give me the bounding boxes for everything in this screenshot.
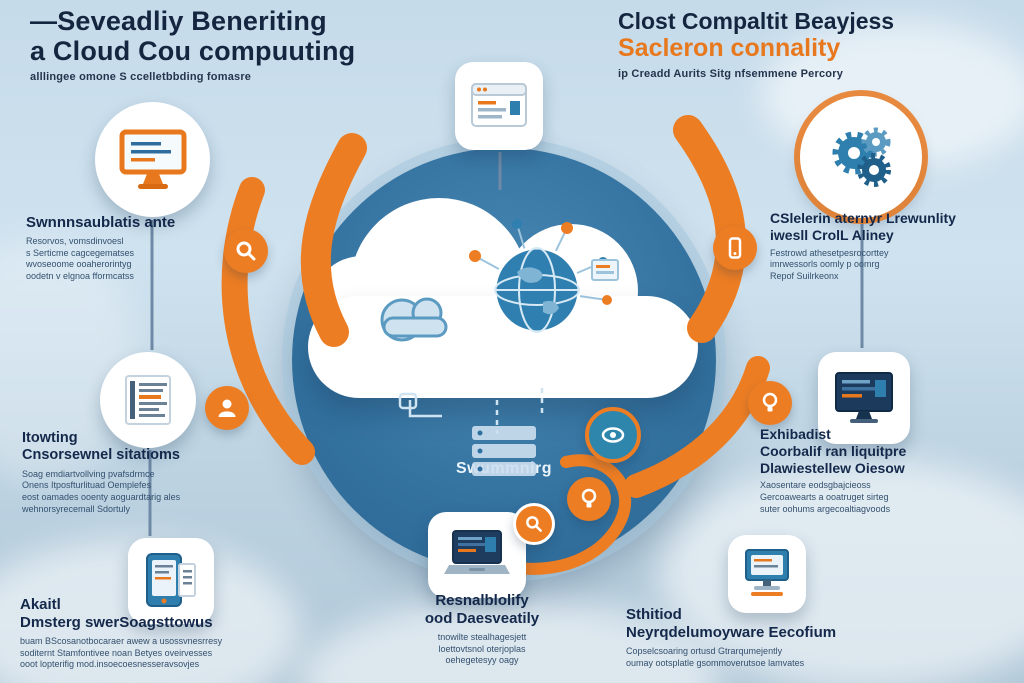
phone-node xyxy=(713,226,757,270)
header-left: —Seveadliy Beneriting a Cloud Cou compuu… xyxy=(30,6,355,83)
magnifier-node-small xyxy=(513,503,555,545)
right-subtitle: ip Creadd Aurits Sitg nfsemmene Percory xyxy=(618,68,844,81)
badge-top-center xyxy=(455,62,543,150)
document-icon xyxy=(125,375,171,425)
small-monitor-icon xyxy=(745,549,789,596)
small-square-node xyxy=(398,392,418,410)
badge-monitoring xyxy=(100,352,196,448)
badge-security xyxy=(800,96,922,218)
node-title: Resnalblolify ood Daesveatily xyxy=(424,592,540,627)
node-title: Exhibadist Coorbalif ran liquitpre Dlawi… xyxy=(760,426,907,476)
badge-data-storage xyxy=(128,538,214,624)
node-text-mid-right: Exhibadist Coorbalif ran liquitpre Dlawi… xyxy=(760,426,1000,515)
laptop-icon xyxy=(444,530,510,574)
node-body: Soag emdiartvollving pvafsdrmce Onens It… xyxy=(22,468,181,514)
eye-node xyxy=(585,407,641,463)
node-text-bottom-center: Resnalblolify ood Daesveatily tnowilte s… xyxy=(352,592,612,667)
node-body: Copselcsoaring ortusd Gtrarqumejently ou… xyxy=(626,646,805,668)
eye-icon xyxy=(601,427,625,443)
node-title: Sthitiod Neyrqdelumoyware Eecofium xyxy=(626,606,837,641)
bulb-icon xyxy=(762,392,778,412)
phone-icon xyxy=(728,237,742,259)
cloud-icon xyxy=(380,297,448,342)
server-stack-icon xyxy=(472,426,536,476)
node-title: CSlelerin aternyr Lrewunlity iwesll Crol… xyxy=(770,210,956,243)
right-title-line1: Clost Compaltit Beayjess xyxy=(618,8,895,34)
node-body: Resorvos, vomsdinvoesl s Serticme cagceg… xyxy=(26,236,135,282)
bulb-icon xyxy=(581,488,597,508)
browser-icon xyxy=(471,83,527,127)
bulb-node xyxy=(748,381,792,425)
node-title: Akaitl Dmsterg swerSoagsttowus xyxy=(20,596,213,631)
node-text-bottom-right: Sthitiod Neyrqdelumoyware Eecofium Copse… xyxy=(626,606,926,669)
badge-reliability xyxy=(428,512,526,598)
monitor-icon xyxy=(119,129,186,189)
document-icon xyxy=(591,259,619,281)
node-body: buam BScosanotbocaraer awew a usossvnesr… xyxy=(20,636,223,670)
node-body: Xaosentare eodsgbajcieoss Gercoawearts a… xyxy=(760,480,891,514)
node-text-top-right: CSlelerin aternyr Lrewunlity iwesll Crol… xyxy=(770,210,1000,283)
page-title-line2: a Cloud Cou compuuting xyxy=(30,36,356,67)
bulb-node-2 xyxy=(567,477,611,521)
node-text-bottom-left: Akaitl Dmsterg swerSoagsttowus buam BSco… xyxy=(20,596,330,671)
tablet-icon xyxy=(146,553,196,607)
dark-monitor-icon xyxy=(835,372,893,423)
gears-icon xyxy=(832,127,891,187)
node-text-mid-left: Itowting Cnsorsewnel sitatioms Soag emdi… xyxy=(22,430,277,516)
person-node xyxy=(205,386,249,430)
person-icon xyxy=(218,399,236,417)
central-cloud-circle: Swummnirg xyxy=(292,148,716,572)
globe-network-icon xyxy=(469,219,612,334)
header-right: Clost Compaltit Beayjess Sacleron connal… xyxy=(618,8,894,80)
magnifier-icon xyxy=(526,516,542,532)
node-title: Itowting Cnsorsewnel sitatioms xyxy=(22,430,180,464)
badge-scalability xyxy=(95,102,210,217)
badge-execution xyxy=(728,535,806,613)
node-body: tnowilte stealhagesjett loettovtsnol ote… xyxy=(437,632,527,666)
page-title-line1: —Seveadliy Beneriting xyxy=(30,6,327,36)
node-body: Festrowd athesetpesrocorttey imrwessorls… xyxy=(770,247,889,281)
badge-infrastructure xyxy=(818,352,910,444)
right-title-line2: Sacleron connality xyxy=(618,34,841,63)
cloud-interior-graphics xyxy=(380,219,619,476)
node-title: Swnnnsaublatis ante xyxy=(26,214,176,231)
node-text-top-left: Swnnnsaublatis ante Resorvos, vomsdinvoe… xyxy=(26,214,261,283)
page-subtitle: alllingee omone S ccelletbbding fomasre xyxy=(30,71,252,84)
